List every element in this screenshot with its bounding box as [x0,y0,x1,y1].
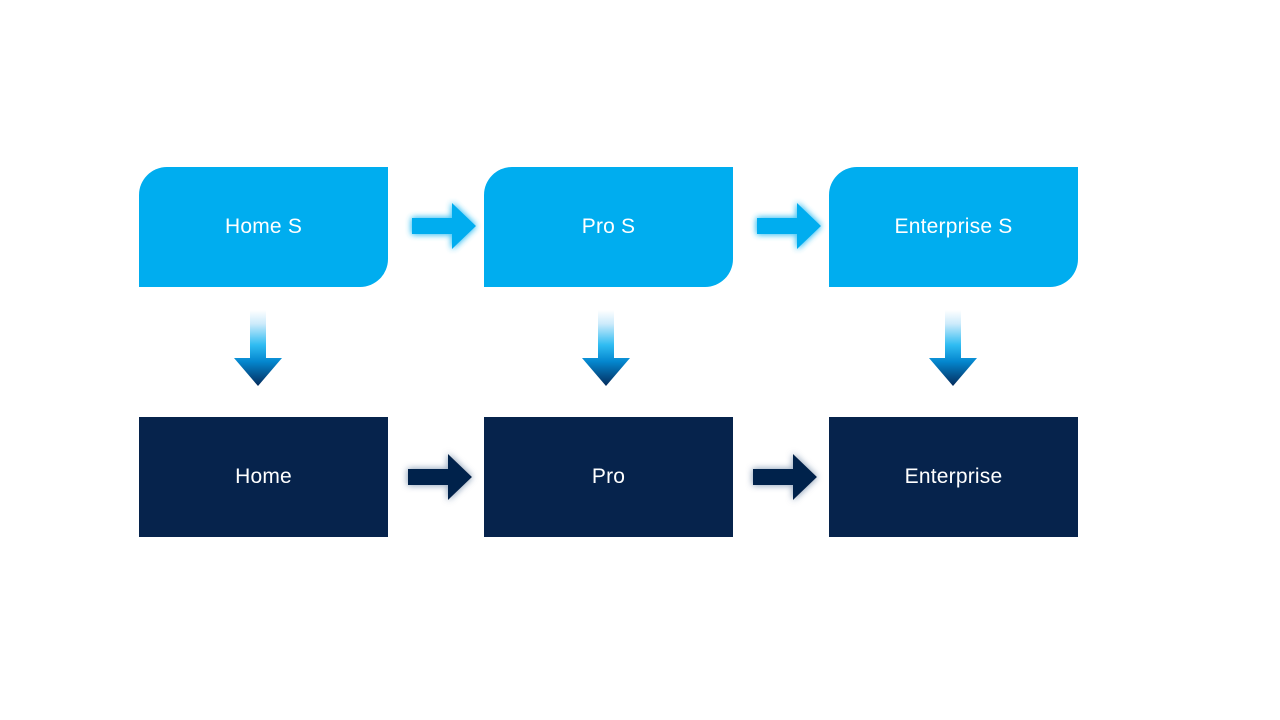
arrow-down-icon-pro-s-to-pro [580,310,632,388]
node-pro-s[interactable]: Pro S [484,167,733,287]
node-enterprise-s[interactable]: Enterprise S [829,167,1078,287]
arrow-right-icon-pro-to-enterprise [751,450,819,504]
node-home-s[interactable]: Home S [139,167,388,287]
node-enterprise-s-label: Enterprise S [894,215,1013,239]
arrow-right-icon-pro-s-to-enterprise-s [755,199,823,253]
arrow-right-icon-home-s-to-pro-s [410,199,478,253]
node-home-s-label: Home S [224,215,303,239]
node-pro-label: Pro [591,465,626,489]
arrow-right-icon-home-to-pro [406,450,474,504]
arrow-down-icon-home-s-to-home [232,310,284,388]
node-home-label: Home [235,465,292,489]
node-enterprise-label: Enterprise [904,465,1003,489]
node-home[interactable]: Home [139,417,388,537]
arrow-down-icon-enterprise-s-to-enterprise [927,310,979,388]
node-pro[interactable]: Pro [484,417,733,537]
node-pro-s-label: Pro S [581,215,636,239]
node-enterprise[interactable]: Enterprise [829,417,1078,537]
